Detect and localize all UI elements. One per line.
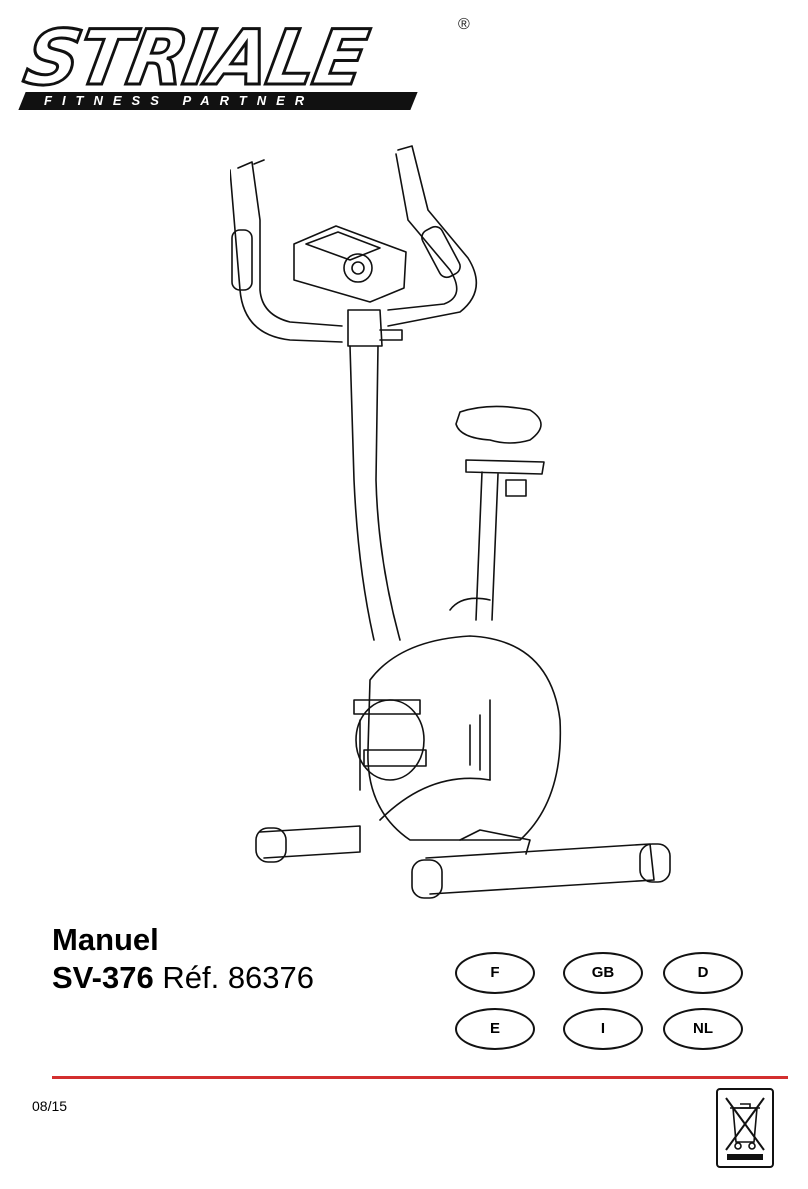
ref-label: Réf.: [162, 960, 220, 995]
red-divider: [52, 1076, 788, 1079]
language-option-e[interactable]: E: [455, 1008, 535, 1050]
language-option-f[interactable]: F: [455, 952, 535, 994]
language-option-d[interactable]: D: [663, 952, 743, 994]
model-code: SV-376: [52, 960, 154, 995]
registered-mark: ®: [458, 16, 470, 33]
brand-logo: STRIALE ® FITNESS PARTNER: [17, 12, 478, 112]
exercise-bike-illustration: [230, 145, 671, 899]
date-code: 08/15: [32, 1098, 68, 1114]
brand-tagline: FITNESS PARTNER: [44, 93, 315, 108]
manual-title: Manuel: [52, 922, 159, 957]
language-option-i[interactable]: I: [563, 1008, 643, 1050]
language-option-gb[interactable]: GB: [563, 952, 643, 994]
language-option-nl[interactable]: NL: [663, 1008, 743, 1050]
model-line: SV-376 Réf. 86376: [52, 960, 314, 996]
brand-name: STRIALE: [17, 12, 374, 104]
recycling-icon: [716, 1088, 774, 1168]
ref-number: 86376: [227, 960, 315, 995]
